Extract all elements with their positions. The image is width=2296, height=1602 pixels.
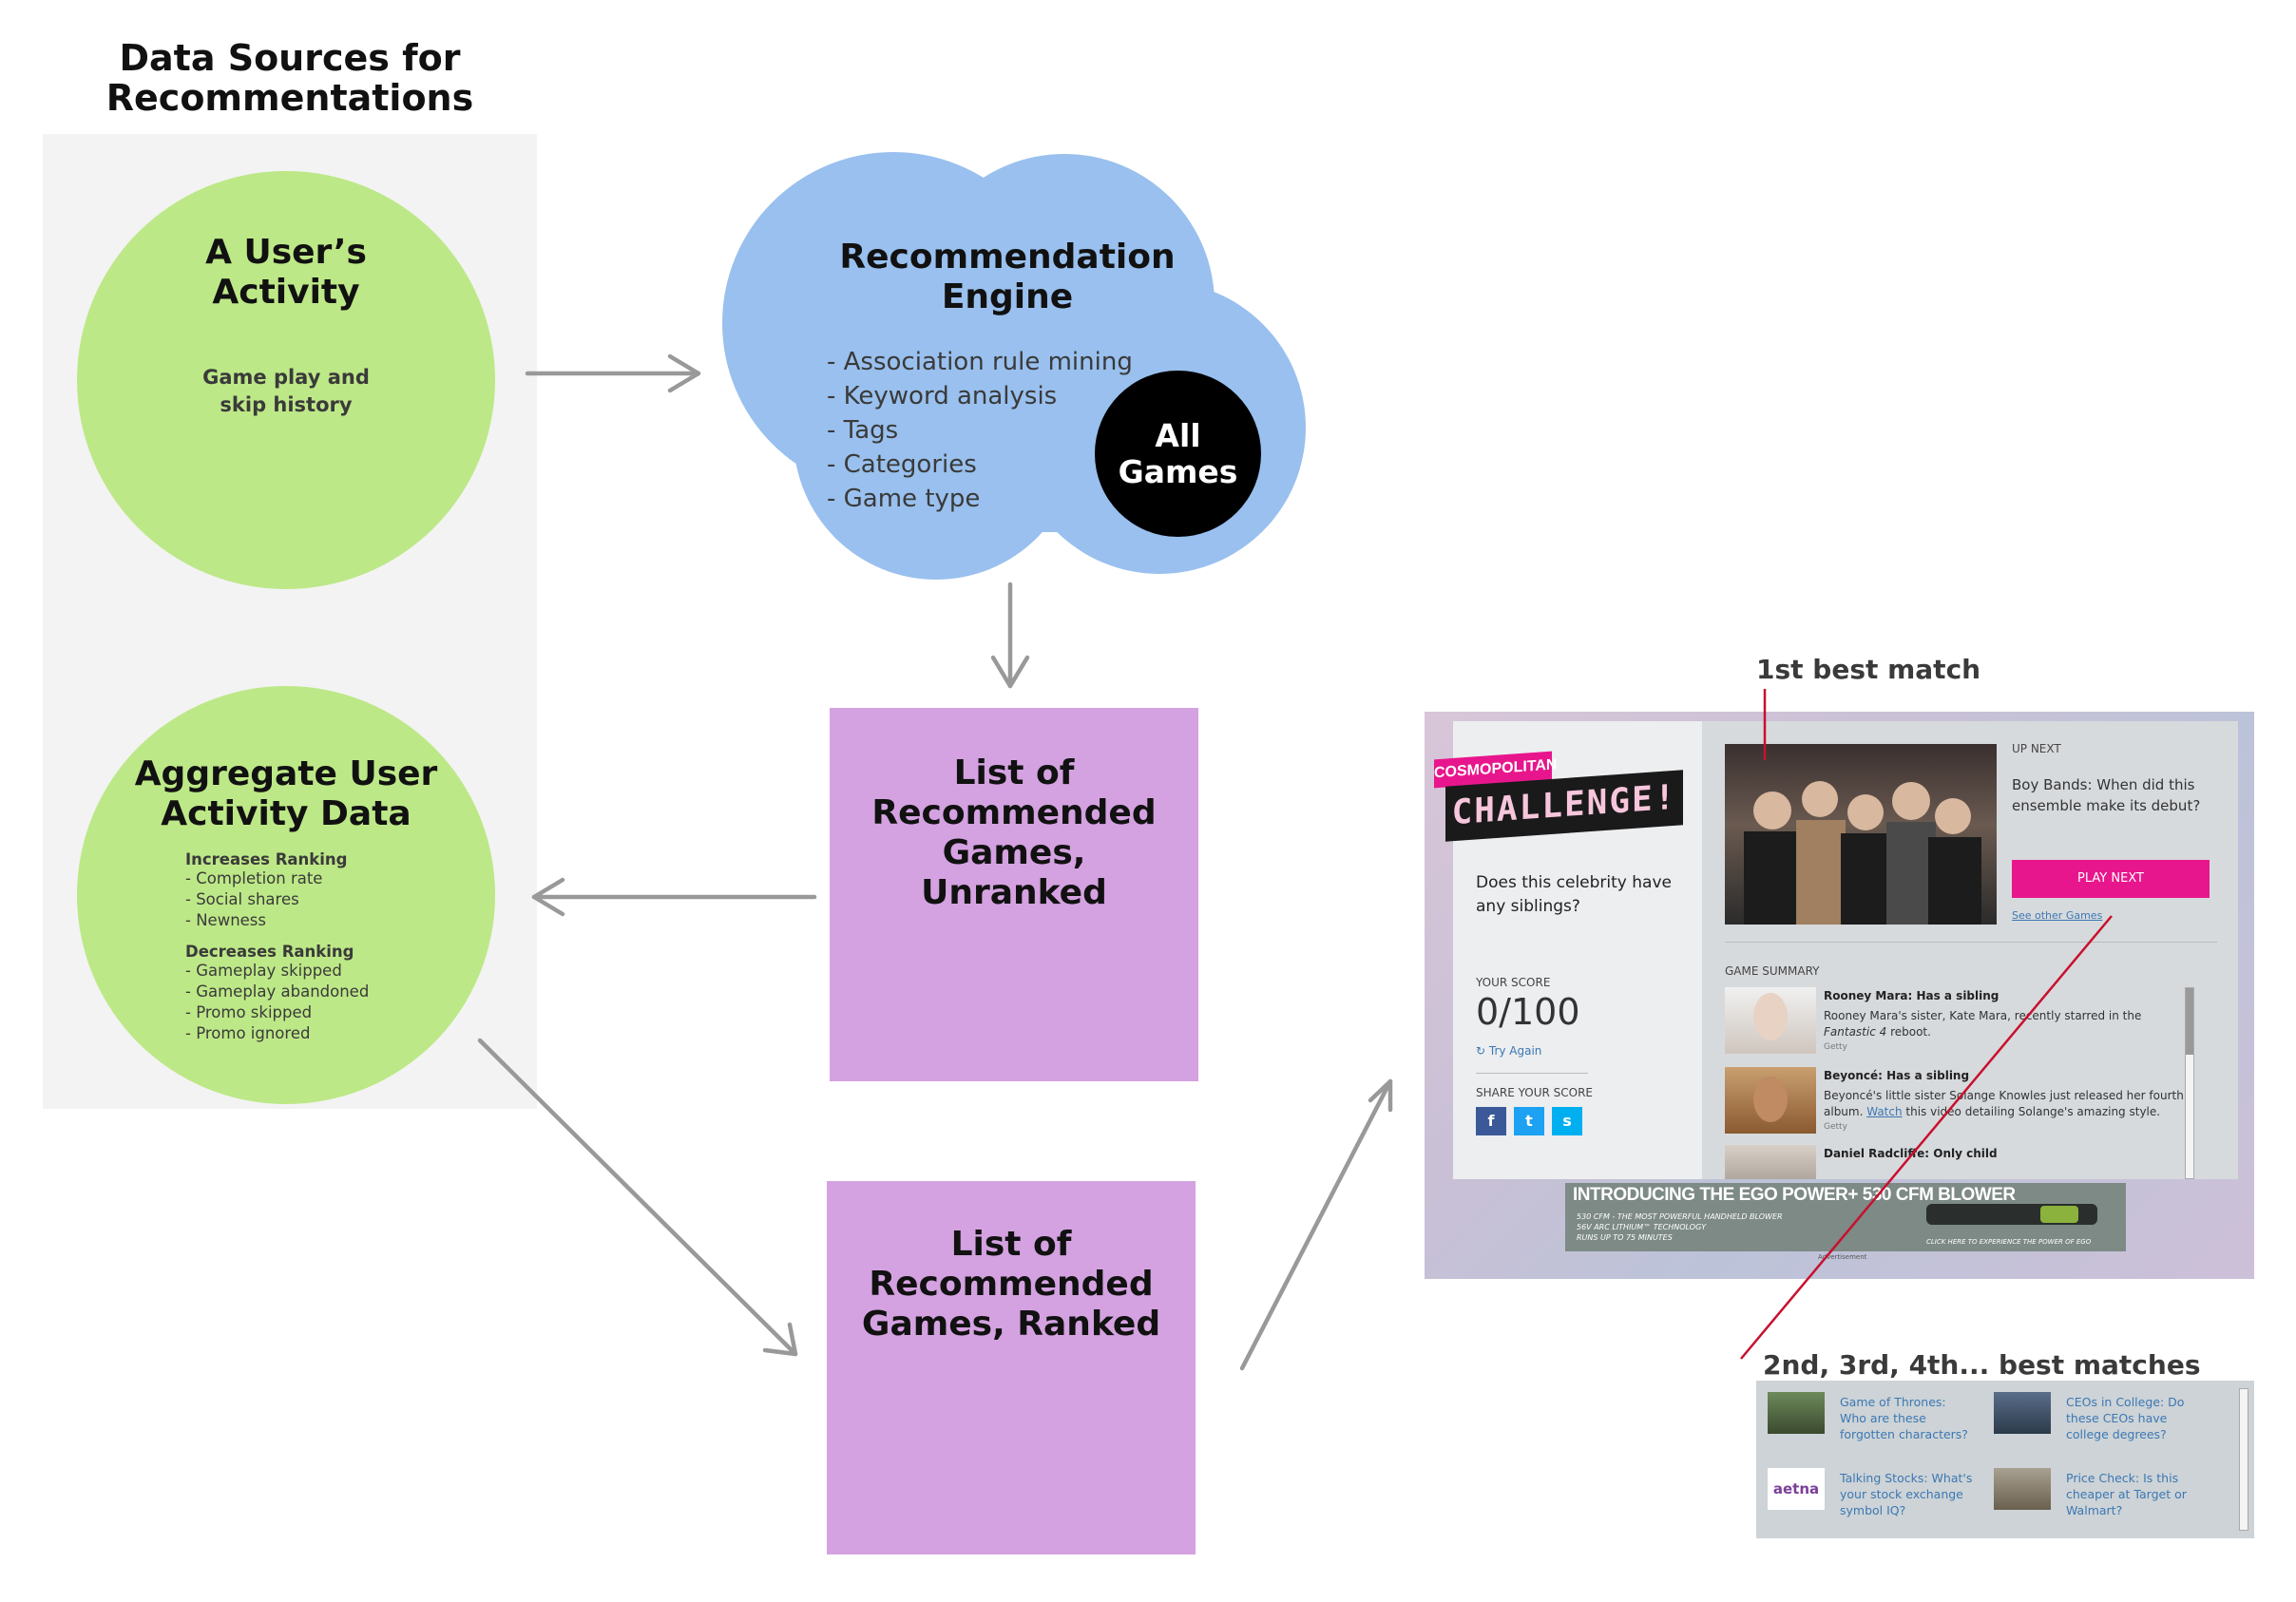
- up-next-title: Boy Bands: When did this ensemble make i…: [2012, 776, 2201, 814]
- user-activity-title: A User’s Activity: [205, 233, 367, 312]
- facebook-share-icon[interactable]: f: [1476, 1107, 1506, 1135]
- see-other-games-link[interactable]: See other Games: [2012, 909, 2103, 922]
- summary-item-title: Rooney Mara: Has a sibling: [1824, 989, 1999, 1002]
- decrease-item: - Gameplay skipped: [185, 962, 342, 980]
- watch-link[interactable]: Watch: [1866, 1105, 1903, 1118]
- boy-band-figures: [1744, 781, 1981, 925]
- increases-heading: Increases Ranking: [185, 850, 348, 868]
- aggregate-rankings: Increases Ranking - Completion rate - So…: [185, 850, 432, 1044]
- best-matches-strip: Game of Thrones: Who are these forgotten…: [1756, 1381, 2254, 1538]
- face-shape: [1753, 993, 1788, 1040]
- strip-scrollbar[interactable]: [2239, 1388, 2248, 1531]
- increase-item: - Completion rate: [185, 869, 323, 887]
- game-left-column: COSMOPOLITAN CHALLENGE! Does this celebr…: [1434, 721, 1702, 1179]
- other-matches-pointer: [1740, 915, 2113, 1360]
- engine-method: - Keyword analysis: [827, 382, 1058, 410]
- game-right-column: UP NEXT Boy Bands: When did this ensembl…: [1702, 721, 2238, 1179]
- ego-advertisement[interactable]: INTRODUCING THE EGO POWER+ 530 CFM BLOWE…: [1565, 1183, 2126, 1251]
- rooney-mara-photo: [1725, 987, 1816, 1054]
- summary-scrollbar[interactable]: [2185, 987, 2194, 1179]
- engine-method: - Categories: [827, 450, 977, 479]
- engine-title: Recommendation Engine: [839, 238, 1176, 316]
- face-shape: [1753, 1077, 1788, 1122]
- recommended-game-link[interactable]: CEOs in College: Do these CEOs have coll…: [2066, 1395, 2185, 1441]
- recommended-game-link[interactable]: Game of Thrones: Who are these forgotten…: [1840, 1395, 1968, 1441]
- all-games-label: All Games: [1118, 416, 1238, 490]
- arrow-activity-to-engine: [525, 353, 701, 393]
- aggregate-circle: Aggregate User Activity Data Increases R…: [77, 686, 495, 1104]
- aggregate-title: Aggregate User Activity Data: [134, 754, 438, 833]
- decrease-item: - Promo skipped: [185, 1003, 313, 1021]
- ranked-title: List of Recommended Games, Ranked: [861, 1225, 1161, 1344]
- unranked-list-box: List of Recommended Games, Unranked: [830, 708, 1198, 1081]
- engine-method: - Game type: [827, 485, 981, 513]
- summary-item-body: Beyoncé's little sister Solange Knowles …: [1824, 1089, 2184, 1118]
- blower-image: [1926, 1204, 2097, 1225]
- arrow-aggregate-to-ranked: [477, 1038, 798, 1357]
- try-again-label: Try Again: [1488, 1044, 1542, 1058]
- engine-method: - Tags: [827, 416, 899, 445]
- ranked-list-box: List of Recommended Games, Ranked: [827, 1181, 1196, 1554]
- photo-credit: Getty: [1824, 1122, 1847, 1132]
- recommendation-engine-cloud: [722, 152, 1306, 580]
- photo-credit: Getty: [1824, 1042, 1847, 1052]
- boy-band-photo: [1725, 744, 1997, 925]
- game-summary-label: GAME SUMMARY: [1725, 964, 1820, 978]
- summary-item-body: Rooney Mara's sister, Kate Mara, recentl…: [1824, 1009, 2142, 1039]
- summary-item-title: Daniel Radcliffe: Only child: [1824, 1147, 1998, 1160]
- skype-share-icon[interactable]: s: [1552, 1107, 1582, 1135]
- divider: [1725, 942, 2217, 943]
- score-value: 0/100: [1476, 991, 1580, 1033]
- ad-headline: INTRODUCING THE EGO POWER+ 530 CFM BLOWE…: [1573, 1185, 2016, 1205]
- recommended-game-link[interactable]: Price Check: Is this cheaper at Target o…: [2066, 1471, 2187, 1517]
- unranked-title: List of Recommended Games, Unranked: [871, 753, 1157, 912]
- ceos-in-college-thumb[interactable]: [1994, 1392, 2051, 1434]
- arrow-engine-to-unranked: [990, 582, 1030, 689]
- recommended-game-link[interactable]: Talking Stocks: What's your stock exchan…: [1840, 1471, 1973, 1517]
- decrease-item: - Gameplay abandoned: [185, 982, 370, 1001]
- increase-item: - Social shares: [185, 890, 299, 908]
- price-check-thumb[interactable]: [1994, 1468, 2051, 1510]
- decreases-heading: Decreases Ranking: [185, 943, 354, 961]
- game-of-thrones-thumb[interactable]: [1768, 1392, 1825, 1434]
- engine-methods: - Association rule mining - Keyword anal…: [827, 345, 1188, 516]
- all-games-circle: All Games: [1095, 371, 1261, 537]
- daniel-radcliffe-photo: [1725, 1145, 1816, 1179]
- your-score-label: YOUR SCORE: [1476, 976, 1551, 989]
- scrollbar-thumb[interactable]: [2186, 988, 2193, 1055]
- up-next-label: UP NEXT: [2012, 742, 2061, 755]
- other-best-matches-label: 2nd, 3rd, 4th... best matches: [1763, 1349, 2201, 1381]
- share-score-label: SHARE YOUR SCORE: [1476, 1086, 1593, 1099]
- ad-details: 530 CFM - THE MOST POWERFUL HANDHELD BLO…: [1577, 1212, 1783, 1242]
- advertisement-label: Advertisement: [1818, 1253, 1867, 1261]
- twitter-share-icon[interactable]: t: [1514, 1107, 1544, 1135]
- decrease-item: - Promo ignored: [185, 1024, 311, 1042]
- increase-item: - Newness: [185, 911, 266, 929]
- game-screenshot: COSMOPOLITAN CHALLENGE! Does this celebr…: [1425, 712, 2254, 1279]
- arrow-unranked-to-aggregate: [531, 877, 817, 917]
- beyonce-photo: [1725, 1067, 1816, 1134]
- aetna-logo[interactable]: aetna: [1768, 1468, 1825, 1510]
- user-activity-subtitle: Game play and skip history: [202, 366, 370, 416]
- user-activity-circle: A User’s Activity Game play and skip his…: [77, 171, 495, 589]
- play-next-button[interactable]: PLAY NEXT: [2012, 860, 2210, 898]
- engine-method: - Association rule mining: [827, 348, 1133, 376]
- first-best-match-label: 1st best match: [1756, 654, 1981, 685]
- ad-cta: CLICK HERE TO EXPERIENCE THE POWER OF EG…: [1926, 1238, 2092, 1246]
- try-again-link[interactable]: ↻ Try Again: [1476, 1044, 1542, 1058]
- divider: [1476, 1073, 1588, 1074]
- panel-title: Data Sources for Recommentations: [105, 37, 474, 119]
- question-text: Does this celebrity have any siblings?: [1476, 873, 1672, 916]
- summary-item-title: Beyoncé: Has a sibling: [1824, 1069, 1970, 1082]
- arrow-ranked-to-screenshot: [1239, 1078, 1393, 1371]
